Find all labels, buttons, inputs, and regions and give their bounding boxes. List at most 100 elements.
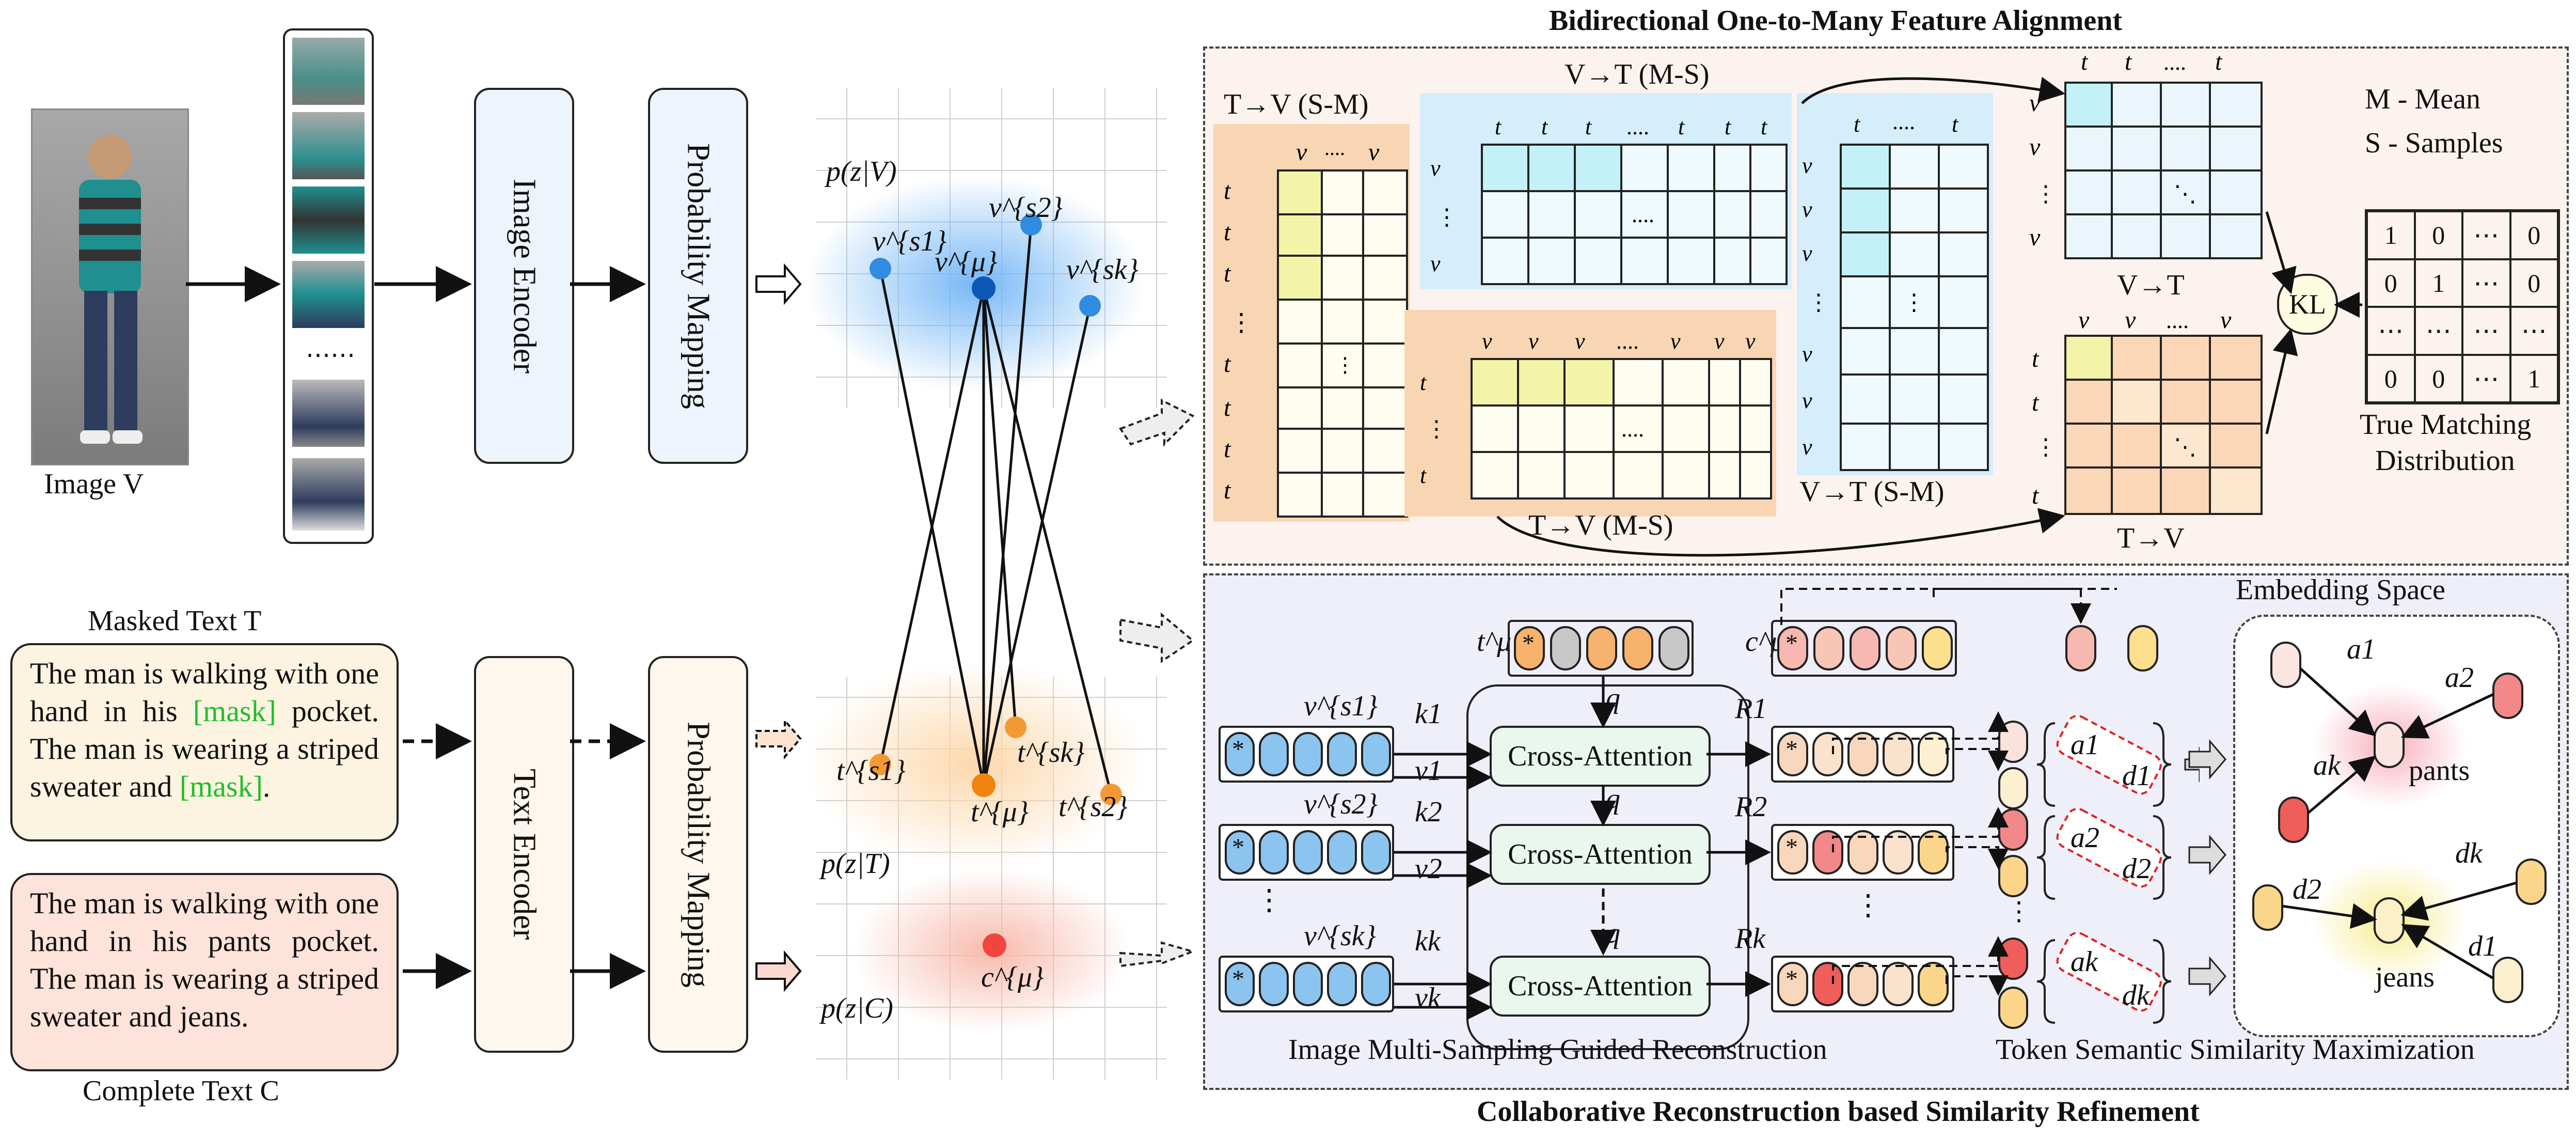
reconstruction-arrows <box>1394 588 2117 1020</box>
token <box>1514 626 1545 670</box>
cross-attention-1: Cross-Attention <box>1490 726 1711 787</box>
token <box>1586 626 1617 670</box>
r1-tokens: * <box>1771 726 1954 783</box>
emb-d2-label: d2 <box>2293 873 2321 906</box>
token <box>1327 962 1357 1006</box>
token <box>1622 626 1653 670</box>
complete-text-box: The man is walking with one hand in his … <box>10 873 399 1071</box>
pairk-a-label: ak <box>2071 946 2098 978</box>
label-v-s2: v^{s2} <box>989 192 1063 224</box>
v-s2-tokens: * <box>1219 824 1394 881</box>
top-panel-title: Bidirectional One-to-Many Feature Alignm… <box>1549 5 2123 37</box>
svg-text:⋮: ⋮ <box>2034 181 2057 207</box>
tm-cell: 0 <box>2367 259 2415 307</box>
token <box>1259 830 1289 875</box>
svg-text:....: .... <box>2166 308 2189 333</box>
token <box>1259 732 1289 776</box>
tm-cell: 0 <box>2414 354 2462 402</box>
node-v-mu <box>972 276 995 300</box>
node-c-mu <box>983 933 1006 957</box>
svg-text:v: v <box>2078 306 2090 334</box>
svg-text:....: .... <box>1632 202 1654 227</box>
vt-ms-title: V→T (M-S) <box>1564 58 1710 90</box>
token <box>1777 830 1808 875</box>
svg-text:t: t <box>2215 48 2223 75</box>
image-label: Image V <box>44 468 144 500</box>
svg-text:....: .... <box>1892 109 1915 134</box>
panel-entry-arrows <box>1118 398 1196 968</box>
k1-label: k1 <box>1415 698 1442 730</box>
latent-space <box>805 88 1167 1080</box>
person-image <box>31 108 189 465</box>
pairs-vdots: ⋮ <box>2006 897 2032 926</box>
svg-text:t: t <box>1420 463 1427 488</box>
v-s1-label: v^{s1} <box>1304 690 1378 722</box>
t-mu-label: t^μ <box>1477 626 1512 658</box>
pair2-d-label: d2 <box>2122 853 2151 885</box>
token <box>1850 626 1880 670</box>
svg-text:t: t <box>1224 350 1231 378</box>
token <box>1361 732 1391 776</box>
cross-attention-label: Cross-Attention <box>1508 740 1693 772</box>
token <box>1847 962 1878 1006</box>
svg-text:v: v <box>1802 241 1812 266</box>
label-t-mu: t^{μ} <box>971 796 1029 828</box>
node-t-sk <box>1005 716 1026 738</box>
legend-mean: M - Mean <box>2365 83 2480 115</box>
pair1-d-label: d1 <box>2122 760 2151 792</box>
token <box>1225 732 1255 776</box>
cross-lines <box>879 224 1113 795</box>
svg-text:v: v <box>1670 329 1681 354</box>
svg-text:v: v <box>2220 306 2232 334</box>
prob-mapping-top-block: Probability Mapping <box>648 88 748 464</box>
svg-text:t: t <box>1761 114 1768 139</box>
pair-arrows <box>2188 739 2226 997</box>
svg-text:v: v <box>1802 153 1812 178</box>
node-v-sk <box>1079 295 1101 317</box>
svg-text:v: v <box>2029 133 2041 161</box>
target-token-pants <box>2065 625 2096 672</box>
token <box>1225 962 1255 1006</box>
svg-text:⋮: ⋮ <box>1903 290 1925 315</box>
v-s2-star: * <box>1232 834 1244 861</box>
crop-5 <box>292 380 365 447</box>
svg-text:v: v <box>1745 329 1756 354</box>
t-mu-tokens: * <box>1508 620 1694 677</box>
svg-text:....: .... <box>2163 50 2186 75</box>
svg-text:t: t <box>1495 114 1502 139</box>
svg-text:t: t <box>1224 260 1231 287</box>
r2-star: * <box>1785 834 1798 861</box>
c-mu-star: * <box>1785 630 1798 657</box>
token <box>1886 626 1917 670</box>
node-v-s2 <box>1020 214 1042 236</box>
masked-text-part-2: pocket. The man is wearing a striped swe… <box>30 694 379 803</box>
pair2-a-label: a2 <box>2071 822 2099 854</box>
token <box>1658 626 1689 670</box>
masked-text-part-3: . <box>262 770 271 803</box>
tm-cell: 1 <box>2367 211 2415 259</box>
c-mu-tokens: * <box>1771 620 1957 677</box>
target-token-jeans <box>2127 625 2158 672</box>
crop-3 <box>292 186 365 254</box>
t-mu-star: * <box>1522 630 1535 657</box>
tm-cell: 1 <box>2414 259 2462 307</box>
svg-text:t: t <box>1224 219 1231 246</box>
svg-text:⋮: ⋮ <box>1425 416 1448 442</box>
svg-text:....: .... <box>1324 136 1345 160</box>
tm-cell: ⋯ <box>2367 307 2415 355</box>
token <box>1293 962 1323 1006</box>
crop-4 <box>292 261 365 328</box>
v-sk-tokens: * <box>1219 956 1394 1012</box>
emb-dk-label: dk <box>2455 837 2483 869</box>
svg-text:v: v <box>1802 341 1812 367</box>
token <box>1550 626 1581 670</box>
emb-ak-label: ak <box>2313 750 2341 782</box>
tm-cell: ⋯ <box>2414 307 2462 355</box>
k2-label: k2 <box>1415 796 1442 828</box>
alignment-arrows <box>1496 76 2362 557</box>
rk-star: * <box>1785 965 1798 993</box>
svg-text:v: v <box>1802 434 1812 460</box>
svg-text:⋮: ⋮ <box>1435 205 1458 230</box>
